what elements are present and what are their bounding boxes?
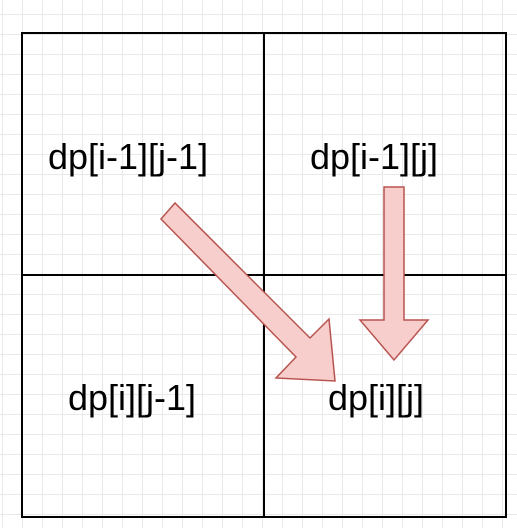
cell-top-left-label: dp[i-1][j-1] (48, 136, 209, 177)
down-arrow (358, 186, 430, 362)
cell-bottom-left-label: dp[i][j-1] (68, 377, 197, 418)
cell-top-right-label: dp[i-1][j] (310, 136, 439, 177)
cell-bottom-right-label: dp[i][j] (328, 377, 425, 418)
diagonal-arrow (159, 201, 336, 382)
